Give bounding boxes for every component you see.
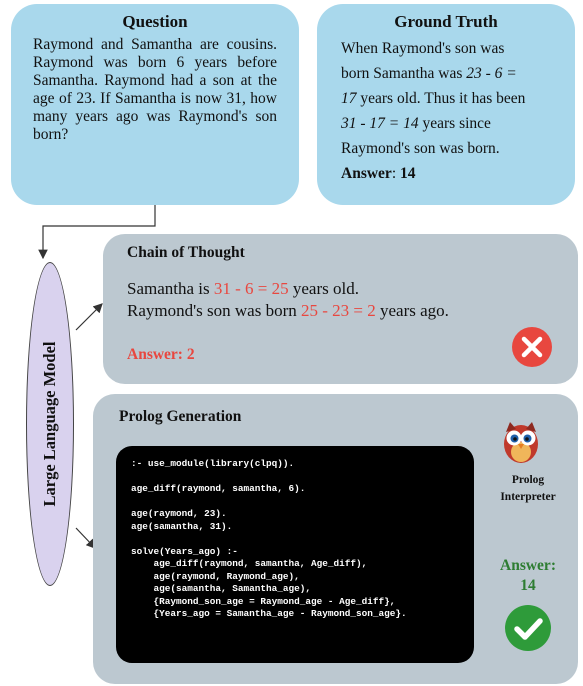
question-title: Question (122, 12, 188, 31)
code-line: solve(Years_ago) :- (131, 545, 238, 557)
check-circle-icon (505, 605, 551, 651)
prolog-code-block: :- use_module(library(clpq)). age_diff(r… (116, 446, 474, 663)
llm-to-prolog-arrow (75, 527, 96, 549)
cot-text: years ago. (375, 301, 449, 320)
owl-icon (504, 422, 538, 463)
question-text: Raymond and Samantha are cousins. Raymon… (33, 36, 277, 143)
chain-of-thought-title: Chain of Thought (127, 244, 245, 261)
interpreter-line: Interpreter (500, 491, 556, 503)
code-line: :- use_module(library(clpq)). (131, 458, 295, 469)
code-line: age(samantha, 31). (131, 520, 233, 532)
ground-truth-answer-value: 14 (400, 165, 416, 182)
llm-ellipse (26, 262, 74, 586)
code-line: age(raymond, Raymond_age), (131, 570, 300, 582)
code-line: age_diff(raymond, samantha, 6). (131, 483, 306, 494)
cot-calc: 31 - 6 = 25 (213, 279, 289, 298)
ground-truth-calc: 17 (341, 90, 357, 107)
cross-circle-icon (512, 327, 552, 367)
prolog-title: Prolog Generation (119, 408, 242, 425)
ground-truth-line: years since (418, 115, 491, 132)
cot-answer: Answer: 2 (127, 346, 195, 363)
code-line: age(samantha, Samantha_age), (131, 583, 312, 594)
prolog-answer-label: Answer: (500, 557, 556, 574)
code-line: age(raymond, 23). (131, 508, 227, 519)
prolog-answer: Answer: 14 (478, 556, 578, 596)
ground-truth-box: Ground Truth When Raymond's son was born… (317, 4, 575, 205)
cot-line: Samantha is 31 - 6 = 25 years old. (127, 278, 554, 300)
code-line: {Years_ago = Samantha_age - Raymond_son_… (131, 608, 407, 619)
ground-truth-line: years old. Thus it has been (356, 90, 526, 107)
code-line: {Raymond_son_age = Raymond_age - Age_dif… (131, 595, 396, 607)
code-line (131, 533, 474, 546)
cot-calc: 25 - 23 = 2 (301, 301, 376, 320)
prolog-generation-box: Prolog Generation :- use_module(library(… (93, 394, 578, 684)
ground-truth-line: When Raymond's son was (341, 40, 505, 57)
question-to-llm-arrow (38, 205, 156, 260)
code-line: age_diff(raymond, samantha, Age_diff), (131, 558, 368, 569)
code-line (131, 496, 474, 509)
cot-line: Raymond's son was born 25 - 23 = 2 years… (127, 300, 554, 322)
llm-label: Large Language Model (40, 341, 59, 507)
ground-truth-answer-label: Answer (341, 165, 392, 182)
llm-to-cot-arrow (75, 303, 103, 331)
interpreter-line: Prolog (511, 474, 545, 486)
ground-truth-answer-sep: : (391, 165, 400, 182)
cot-text: years old. (288, 279, 359, 298)
ground-truth-line: born Samantha was (341, 65, 467, 82)
chain-of-thought-box: Chain of Thought Samantha is 31 - 6 = 25… (103, 234, 578, 384)
ground-truth-calc: 23 - 6 = (466, 65, 517, 82)
cot-text: Raymond's son was born (127, 301, 302, 320)
ground-truth-calc: 31 - 17 = 14 (341, 115, 419, 132)
cot-text: Samantha is (127, 279, 214, 298)
ground-truth-text: When Raymond's son was born Samantha was… (341, 36, 551, 186)
ground-truth-title: Ground Truth (394, 12, 498, 31)
code-line (131, 471, 474, 484)
question-box: Question Raymond and Samantha are cousin… (11, 4, 299, 205)
prolog-answer-value: 14 (520, 577, 536, 594)
prolog-interpreter-label: Prolog Interpreter (484, 472, 572, 506)
ground-truth-line: Raymond's son was born. (341, 140, 500, 157)
